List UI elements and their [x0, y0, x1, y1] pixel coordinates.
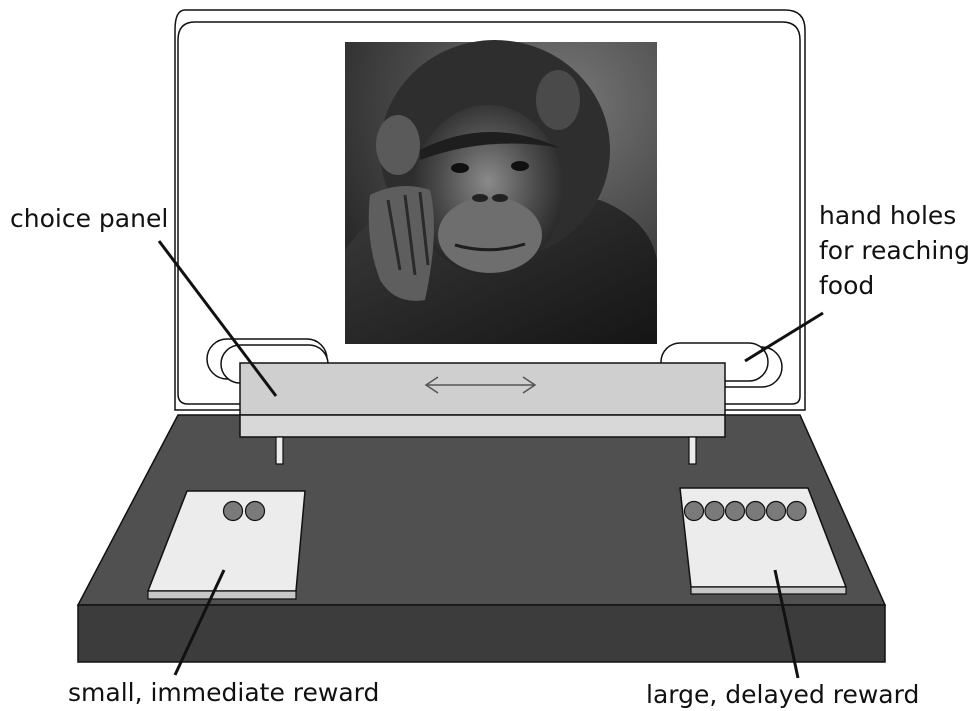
- food-pellet: [222, 500, 244, 522]
- choice-panel: [239, 362, 726, 438]
- food-pellet: [683, 500, 705, 522]
- choice-panel-label: choice panel: [10, 204, 169, 233]
- hand-holes-leader-line: [744, 311, 824, 363]
- food-pellet: [786, 500, 807, 522]
- large-food-pellets: [683, 500, 807, 522]
- panel-post-right: [688, 436, 697, 465]
- food-pellet: [704, 500, 725, 522]
- choice-panel-leader-line: [157, 240, 278, 397]
- food-pellet: [745, 500, 766, 522]
- hand-holes-label-line1: hand holes: [819, 201, 957, 230]
- small-reward-label: small, immediate reward: [68, 678, 380, 707]
- food-pellet: [724, 500, 746, 522]
- large-reward-label: large, delayed reward: [646, 680, 920, 709]
- chimpanzee-photo: [345, 40, 657, 344]
- small-reward-tray: [146, 490, 306, 600]
- small-food-pellets: [222, 500, 266, 522]
- table-front: [77, 604, 886, 663]
- large-reward-leader-line: [773, 569, 800, 679]
- small-reward-leader-line: [173, 569, 226, 676]
- food-pellet: [765, 500, 787, 522]
- hand-holes-label-line2: for reaching: [819, 236, 968, 265]
- double-headed-arrow-icon: [424, 376, 537, 394]
- hand-holes-label-line3: food: [819, 271, 875, 300]
- panel-post-left: [275, 436, 284, 465]
- food-pellet: [244, 500, 266, 522]
